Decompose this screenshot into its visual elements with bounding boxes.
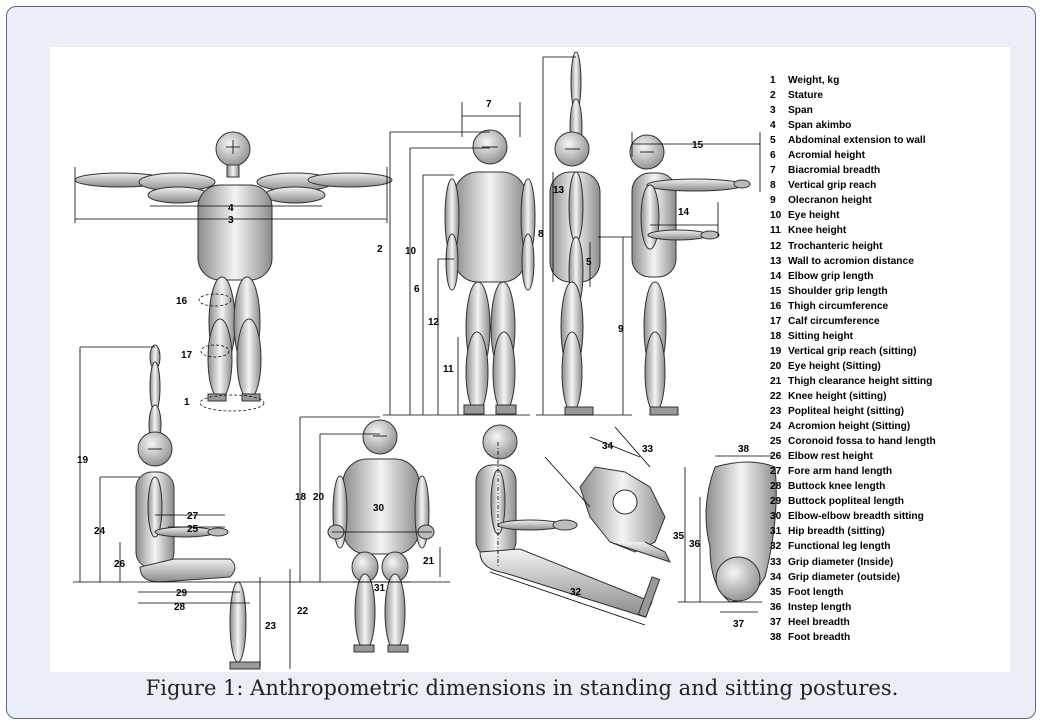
label-32: 32 xyxy=(570,587,582,598)
label-35: 35 xyxy=(673,531,685,542)
label-19: 19 xyxy=(77,455,89,466)
figure-side-arm-forward xyxy=(630,132,760,415)
label-1: 1 xyxy=(184,397,190,408)
figure-arms-spread xyxy=(75,132,392,411)
label-30: 30 xyxy=(373,503,385,514)
label-6: 6 xyxy=(414,284,420,295)
label-34: 34 xyxy=(602,441,614,452)
label-26: 26 xyxy=(114,559,126,570)
label-7: 7 xyxy=(486,99,492,110)
figure-frame: 1 2 3 4 5 6 7 8 9 10 11 12 13 14 15 16 1… xyxy=(6,6,1036,719)
label-16: 16 xyxy=(176,296,188,307)
label-13: 13 xyxy=(553,185,565,196)
figure-front-standing xyxy=(383,102,535,415)
label-18: 18 xyxy=(295,492,307,503)
label-21: 21 xyxy=(423,556,435,567)
label-33: 33 xyxy=(642,444,654,455)
label-37: 37 xyxy=(733,619,745,630)
label-38: 38 xyxy=(738,444,750,455)
label-2: 2 xyxy=(377,244,383,255)
label-25: 25 xyxy=(187,524,199,535)
label-31: 31 xyxy=(374,583,386,594)
label-10: 10 xyxy=(405,246,417,257)
label-29: 29 xyxy=(176,588,188,599)
label-4: 4 xyxy=(228,203,234,214)
label-17: 17 xyxy=(181,350,193,361)
label-27: 27 xyxy=(187,511,199,522)
figure-foot xyxy=(678,456,776,612)
label-15: 15 xyxy=(692,140,704,151)
figure-side-arm-up xyxy=(536,52,632,415)
label-28: 28 xyxy=(174,602,186,613)
label-23: 23 xyxy=(265,621,277,632)
figure-caption: Figure 1: Anthropometric dimensions in s… xyxy=(0,676,1044,700)
label-8: 8 xyxy=(538,229,544,240)
figure-front-sitting xyxy=(293,417,450,652)
label-14: 14 xyxy=(678,207,690,218)
label-5: 5 xyxy=(586,257,592,268)
figure-panel: 1 2 3 4 5 6 7 8 9 10 11 12 13 14 15 16 1… xyxy=(50,47,1010,672)
label-11: 11 xyxy=(443,364,454,375)
label-3: 3 xyxy=(228,215,234,226)
label-24: 24 xyxy=(94,526,106,537)
figure-side-sitting xyxy=(73,345,295,669)
label-22: 22 xyxy=(297,606,309,617)
label-20: 20 xyxy=(313,492,325,503)
label-9: 9 xyxy=(618,324,624,335)
label-36: 36 xyxy=(689,539,701,550)
label-12: 12 xyxy=(428,317,440,328)
